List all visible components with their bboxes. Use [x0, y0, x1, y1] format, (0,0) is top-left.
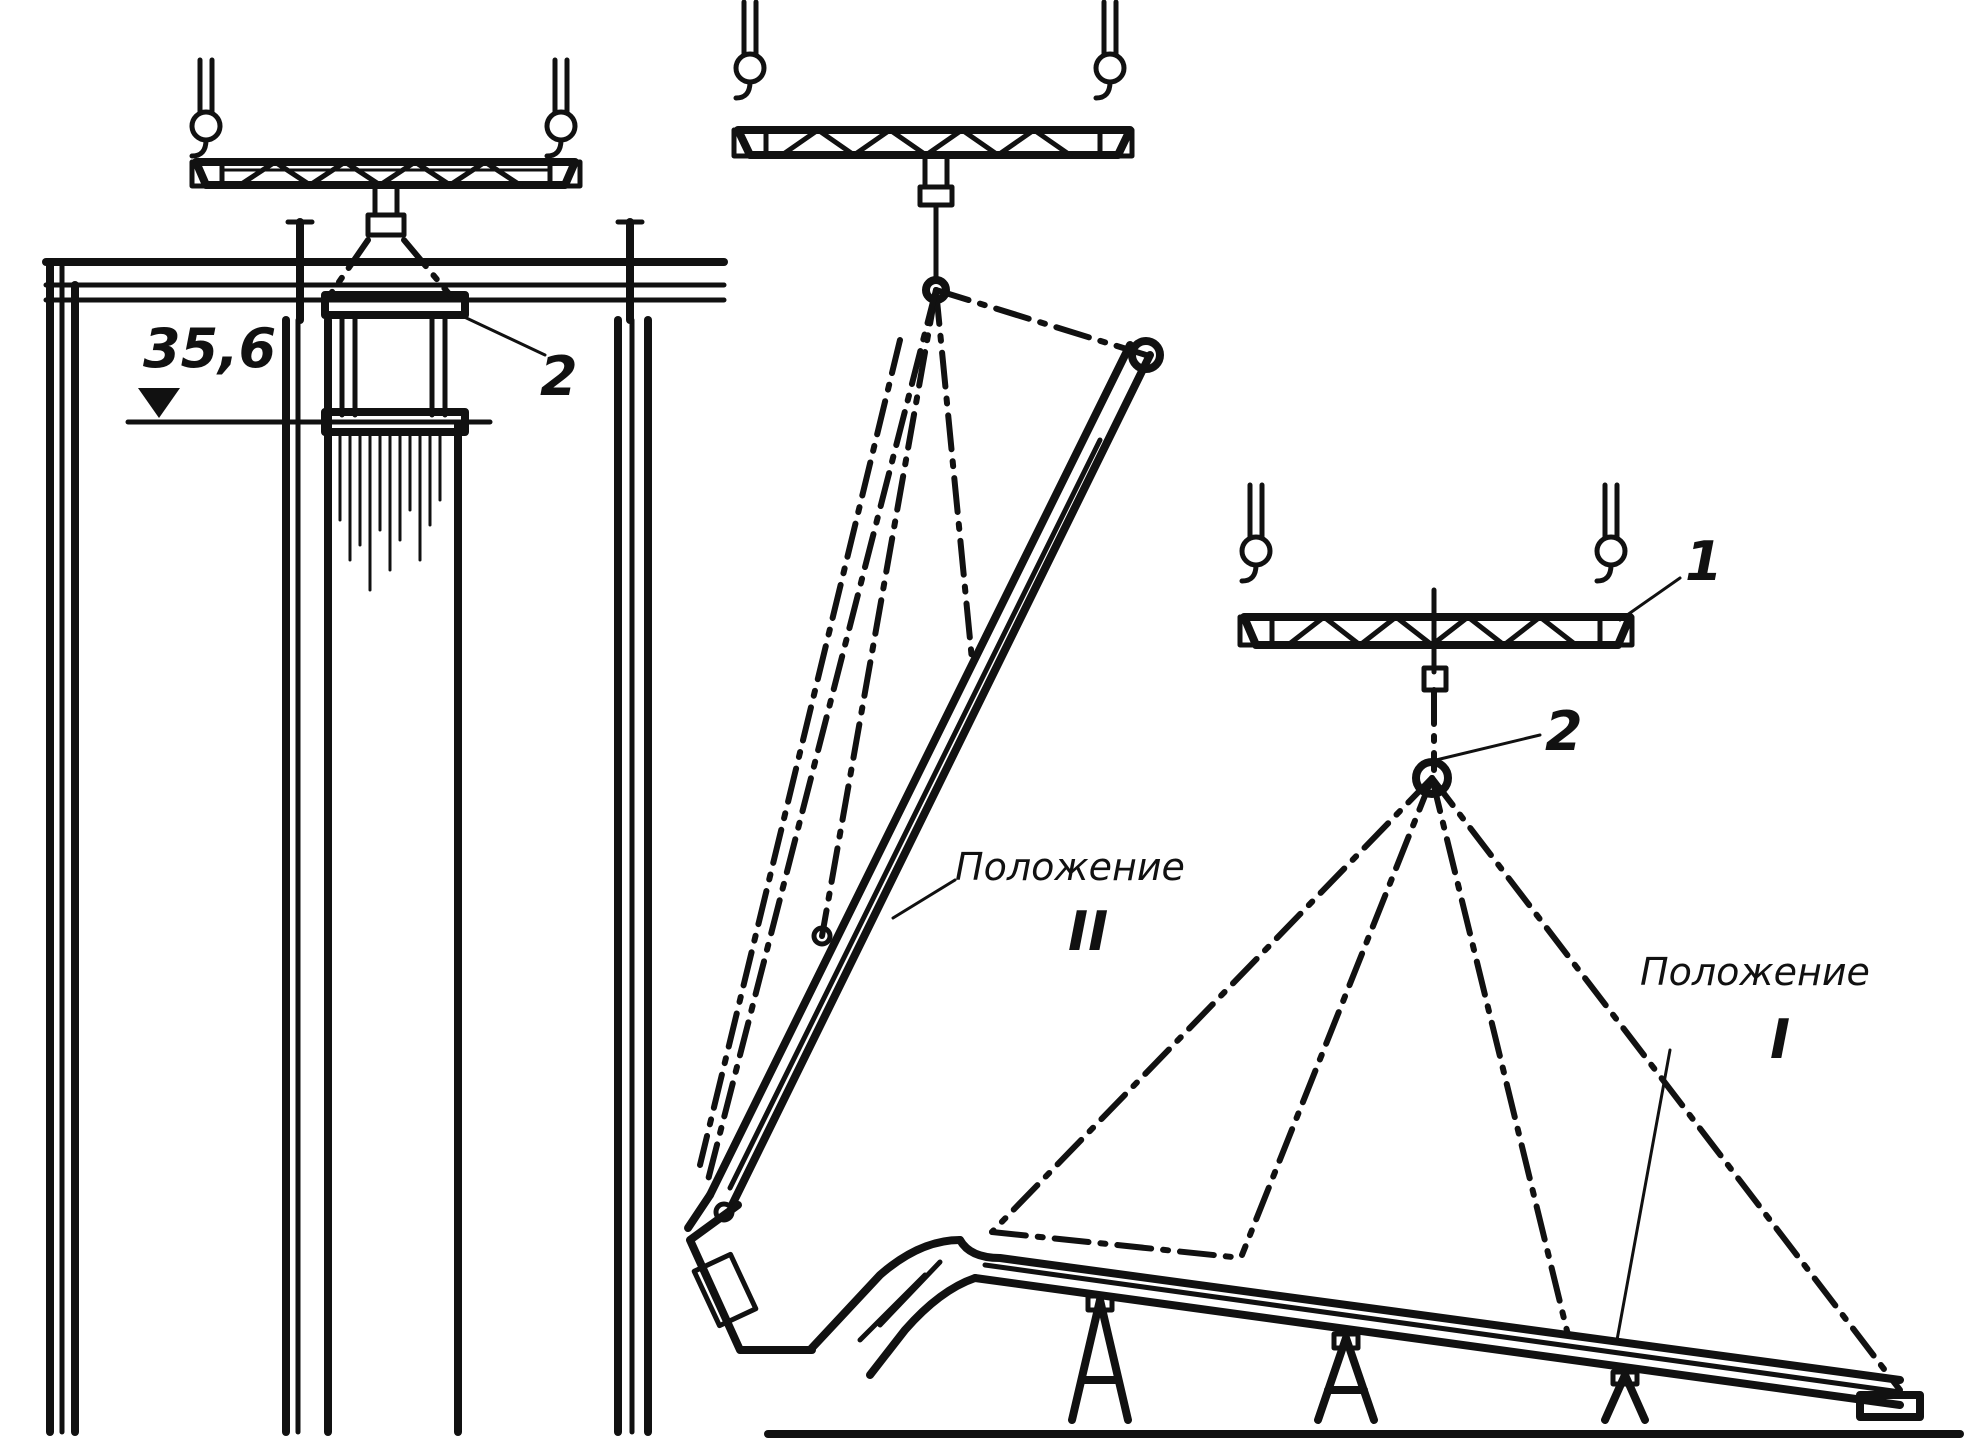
- position-2-number: II: [1068, 900, 1108, 963]
- crane-traverse-position-1: [1237, 485, 1635, 798]
- outer-column-left: [46, 258, 79, 1436]
- crane-traverse-left: [189, 60, 583, 238]
- column-position-1: [806, 1236, 1924, 1421]
- crane-traverse-position-2: [731, 2, 1135, 304]
- position-2-label: Положение: [955, 845, 1185, 889]
- strand-bundle: [338, 428, 442, 592]
- position-1-label: Положение: [1640, 950, 1870, 994]
- left-elevation-view: 35,6 2: [42, 60, 728, 1436]
- position-1-assembly: 2 1 Положение I: [806, 485, 1924, 1424]
- column-position-2: [684, 337, 1164, 1354]
- callout-1: 1: [1685, 530, 1723, 593]
- position-1-number: I: [1770, 1008, 1790, 1071]
- trestle-supports: [1068, 1293, 1649, 1424]
- lifted-column: [282, 218, 462, 1436]
- elevation-marker: 35,6: [125, 317, 493, 425]
- slings-position-2: [697, 287, 1149, 1183]
- clamp-frame-left: [321, 237, 469, 436]
- position-2-assembly: Положение II: [684, 2, 1185, 1354]
- callout-2-right: 2: [1545, 700, 1583, 763]
- outer-column-right: [614, 218, 652, 1436]
- elevation-label: 35,6: [143, 317, 276, 380]
- slings-position-1: [989, 775, 1903, 1393]
- callout-2-left: 2: [540, 345, 578, 408]
